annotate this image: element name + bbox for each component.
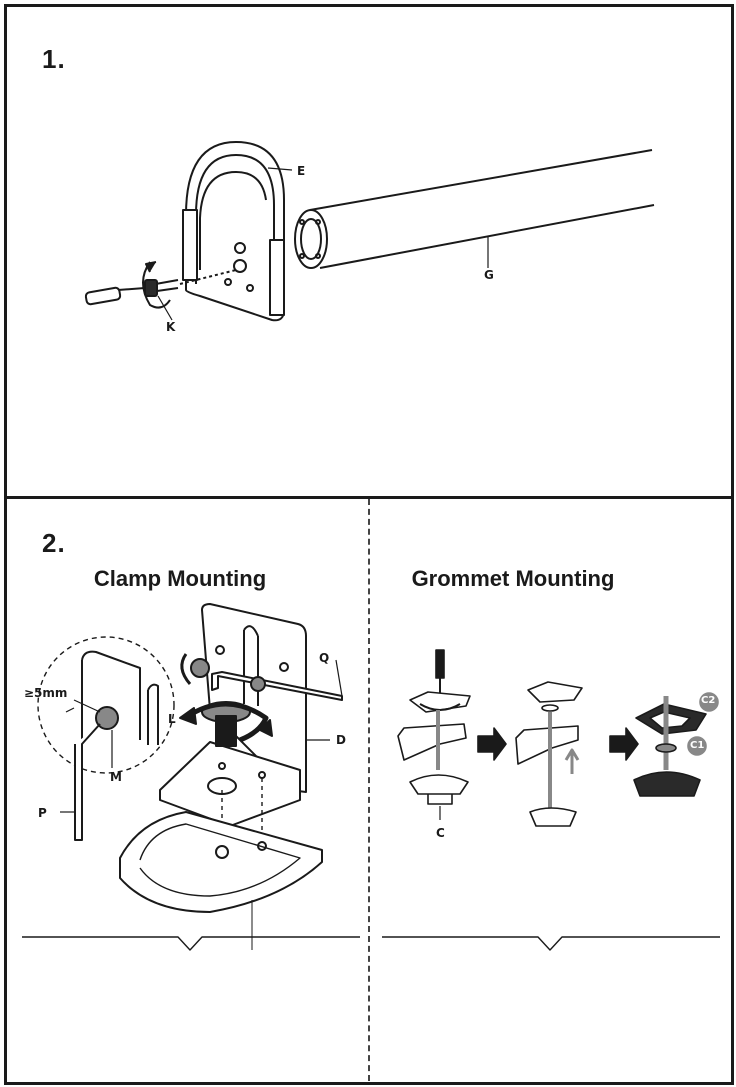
step-1-number: 1. [42,44,66,74]
label-p: P [38,806,47,820]
label-d: D [336,733,346,747]
label-c2: C2 [701,695,716,706]
grommet-mounting-heading: Grommet Mounting [411,566,615,591]
label-gap-5mm: ≥5mm [24,686,68,700]
page-frame [4,4,734,1085]
label-q: Q [319,651,330,665]
step-2-number: 2. [42,528,66,558]
screwdriver [117,287,146,291]
column-divider-dashed [368,499,370,1081]
label-c: C [436,826,445,840]
desk-surface [119,811,323,913]
clamp-mounting-heading: Clamp Mounting [93,566,267,591]
label-g: G [484,268,494,282]
label-e: E [297,164,306,178]
label-k: K [166,320,176,334]
label-l: L [168,712,176,726]
section-divider [4,496,734,499]
label-m: M [110,770,122,784]
clamp-bracket-d [201,603,307,793]
label-c1: C1 [690,740,705,751]
tube-g [309,149,655,269]
